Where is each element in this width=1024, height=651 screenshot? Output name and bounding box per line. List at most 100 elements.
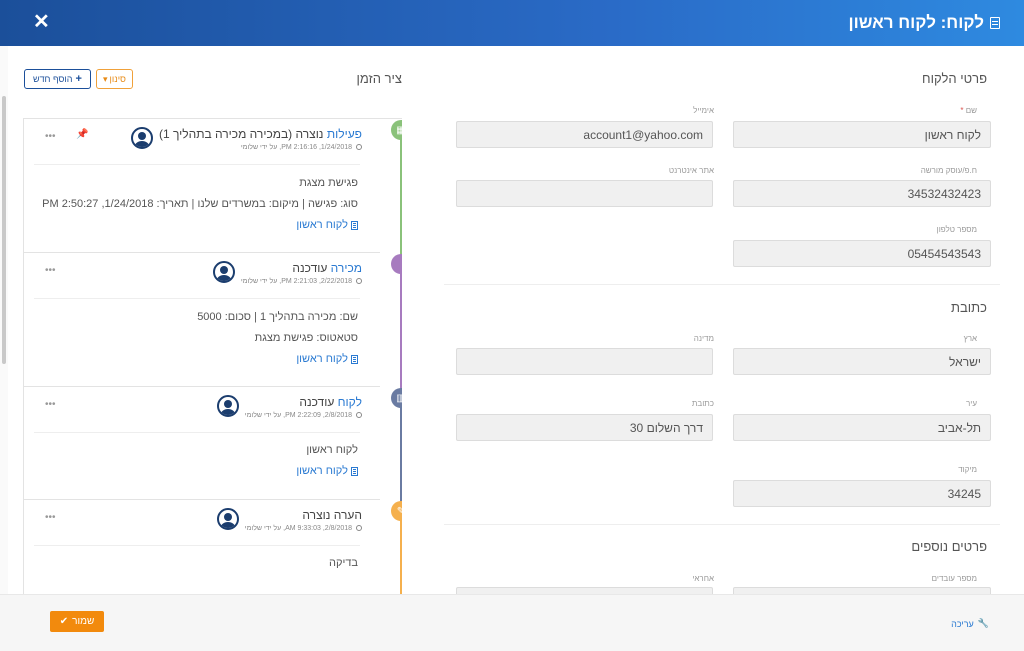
divider (34, 432, 360, 433)
street-label: כתובת (691, 399, 714, 408)
responsible-field[interactable] (456, 587, 713, 595)
building-icon: ▥ (391, 388, 402, 408)
card-header: פעילות נוצרה (במכירה מכירה בתהליך 1) 1/2… (130, 127, 362, 151)
divider (34, 164, 360, 165)
website-field[interactable] (456, 180, 713, 207)
building-icon (351, 466, 358, 476)
zip-label: מיקוד (958, 465, 977, 474)
card-meta-text: 2/8/2018, 2:22:09 PM, על ידי שלומי (244, 412, 353, 419)
wrench-icon: 🔧 (977, 618, 989, 628)
name-field[interactable] (733, 121, 991, 148)
scrollbar-thumb[interactable] (2, 96, 6, 364)
more-options-icon[interactable]: ••• (45, 265, 56, 276)
avatar (216, 395, 239, 417)
card-body-line: סוג: פגישה | מיקום: במשרדים שלנו | תאריך… (42, 198, 358, 210)
customer-link-text: לקוח ראשון (296, 219, 348, 231)
name-label-text: שם (965, 106, 977, 115)
avatar (212, 261, 235, 283)
divider (34, 545, 360, 546)
pin-icon[interactable]: 📌 (76, 129, 89, 140)
phone-field[interactable] (733, 240, 991, 267)
card-meta: 2/8/2018, 9:33:03 AM, על ידי שלומי (245, 525, 362, 532)
street-field[interactable] (456, 414, 713, 441)
avatar (130, 127, 153, 149)
customer-link[interactable]: לקוח ראשון (296, 464, 358, 478)
filter-label: סינון (109, 74, 126, 84)
card-title: הערה נוצרה (245, 508, 362, 522)
save-label: שמור (72, 616, 95, 627)
phone-label: מספר טלפון (936, 225, 977, 234)
filter-button[interactable]: סינון ▾ (96, 69, 133, 89)
clock-icon (356, 278, 362, 284)
employees-field[interactable] (733, 587, 991, 595)
timeline-card: ••• מכירה עודכנה 2/22/2018, 2:21:03 PM, … (24, 253, 380, 387)
scrollbar-track[interactable] (0, 46, 8, 594)
card-title-text: עודכנה (299, 395, 338, 409)
building-icon (351, 354, 358, 364)
dialog-header: ✕ לקוח: לקוח ראשון (0, 0, 1024, 46)
card-title-link[interactable]: מכירה (330, 261, 362, 275)
card-body-line: סטאטוס: פגישת מצגת (254, 332, 358, 344)
dialog-title: לקוח: לקוח ראשון (848, 13, 1000, 33)
timeline-line (400, 509, 402, 594)
caret-down-icon: ▾ (103, 73, 108, 84)
tax-id-label: ח.פ/עוסק מורשה (920, 166, 977, 175)
card-meta: 2/22/2018, 2:21:03 PM, על ידי שלומי (241, 278, 362, 285)
card-meta-text: 1/24/2018, 2:16:16 PM, על ידי שלומי (240, 144, 353, 151)
customer-link-text: לקוח ראשון (296, 353, 348, 365)
more-options-icon[interactable]: ••• (45, 399, 56, 410)
card-body-line: בדיקה (329, 557, 358, 569)
close-icon[interactable]: ✕ (33, 11, 50, 33)
state-field[interactable] (456, 348, 713, 375)
clock-icon (356, 412, 362, 418)
city-label: עיר (965, 399, 977, 408)
email-field[interactable] (456, 121, 713, 148)
customer-link[interactable]: לקוח ראשון (296, 352, 358, 366)
more-options-icon[interactable]: ••• (45, 512, 56, 523)
card-meta-text: 2/8/2018, 9:33:03 AM, על ידי שלומי (244, 525, 353, 532)
card-body-line: לקוח ראשון (306, 444, 358, 456)
card-header: הערה נוצרה 2/8/2018, 9:33:03 AM, על ידי … (216, 508, 362, 532)
dialog-footer: שמור ✔ 🔧 עריכה (0, 594, 1024, 651)
card-heading: הערה נוצרה 2/8/2018, 9:33:03 AM, על ידי … (245, 508, 362, 532)
save-button[interactable]: שמור ✔ (50, 611, 104, 632)
tax-id-field[interactable] (733, 180, 991, 207)
document-icon (990, 17, 1000, 29)
address-title: כתובת (951, 300, 987, 315)
note-icon: ✎ (391, 501, 402, 521)
extra-details-title: פרטים נוספים (911, 539, 987, 554)
avatar (216, 508, 239, 530)
timeline-card: ••• 📌 פעילות נוצרה (במכירה מכירה בתהליך … (24, 119, 380, 253)
card-heading: פעילות נוצרה (במכירה מכירה בתהליך 1) 1/2… (159, 127, 362, 151)
timeline-line (400, 397, 402, 509)
customer-link-text: לקוח ראשון (296, 465, 348, 477)
card-body: לקוח ראשון לקוח ראשון (296, 443, 358, 485)
customer-link[interactable]: לקוח ראשון (296, 218, 358, 232)
card-header: לקוח עודכנה 2/8/2018, 2:22:09 PM, על ידי… (216, 395, 362, 419)
dialog-title-text: לקוח: לקוח ראשון (848, 13, 984, 32)
sale-icon (391, 254, 402, 274)
city-field[interactable] (733, 414, 991, 441)
card-header: מכירה עודכנה 2/22/2018, 2:21:03 PM, על י… (212, 261, 362, 285)
card-title-link[interactable]: לקוח (337, 395, 362, 409)
timeline-line (400, 263, 402, 397)
card-title-text: נוצרה (במכירה מכירה בתהליך 1) (158, 127, 327, 141)
timeline-line (400, 129, 402, 263)
country-label: ארץ (963, 334, 977, 343)
card-title: לקוח עודכנה (245, 395, 362, 409)
timeline-card: ••• הערה נוצרה 2/8/2018, 9:33:03 AM, על … (24, 500, 380, 594)
zip-field[interactable] (733, 480, 991, 507)
divider (444, 524, 1000, 525)
card-title-link[interactable]: פעילות (326, 127, 362, 141)
required-marker: * (960, 106, 964, 115)
divider (444, 284, 1000, 285)
card-title: פעילות נוצרה (במכירה מכירה בתהליך 1) (159, 127, 362, 141)
more-options-icon[interactable]: ••• (45, 131, 56, 142)
plus-icon: + (75, 73, 82, 85)
clock-icon (356, 144, 362, 150)
edit-button[interactable]: 🔧 עריכה (951, 618, 989, 629)
employees-label: מספר עובדים (931, 574, 977, 583)
country-field[interactable] (733, 348, 991, 375)
add-new-button[interactable]: + הוסף חדש (24, 69, 91, 89)
calendar-icon: ▦ (391, 120, 402, 140)
